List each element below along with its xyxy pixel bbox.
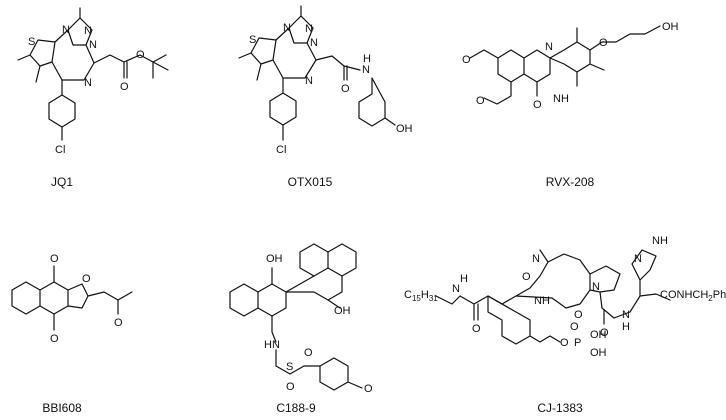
- rvx208-atom-o2: O: [476, 95, 485, 107]
- cj1383-atom-oh1: OH: [590, 329, 607, 341]
- cj1383-atom-n3: N: [592, 281, 600, 293]
- c1889-atom-oh2: OH: [334, 305, 351, 317]
- cj1383-atom-op: O: [560, 337, 569, 349]
- rvx208-atom-o4: O: [599, 37, 608, 49]
- jq1-atom-n3: N: [62, 24, 70, 36]
- otx015-atom-n: N: [362, 64, 370, 76]
- cj1383-atom-n1: N: [452, 283, 460, 295]
- cj1383-atom-me: N: [532, 253, 540, 265]
- jq1-label: JQ1: [51, 175, 73, 189]
- jq1-atom-n2: N: [89, 39, 97, 51]
- cj1383-atom-h2: H: [542, 295, 550, 307]
- cj1383-atom-o2: O: [522, 271, 531, 283]
- compound-bbi608: O O O O BBI608: [11, 253, 133, 415]
- cj1383-atom-n4: N: [622, 309, 630, 321]
- bbi608-atom-o1: O: [50, 253, 59, 265]
- c1889-bonds: [229, 243, 363, 391]
- otx015-atom-n2: N: [310, 37, 318, 49]
- jq1-atom-s: S: [28, 36, 35, 48]
- otx015-atom-h: H: [363, 53, 371, 65]
- cj1383-atom-p: P: [574, 337, 581, 349]
- bbi608-atom-o3: O: [82, 273, 91, 285]
- cj1383-c15: C15H31: [404, 289, 438, 303]
- cj1383-atom-o1: O: [472, 323, 481, 335]
- rvx208-atom-o3: O: [462, 54, 471, 66]
- c1889-atom-o2: O: [304, 347, 313, 359]
- compound-otx015: N N N N S O N H OH Cl OTX015: [238, 5, 413, 189]
- jq1-atom-o2: O: [136, 49, 145, 61]
- cj1383-atom-h4: H: [622, 321, 630, 333]
- c1889-atom-o1: O: [286, 381, 295, 393]
- cj1383-conh: CONHCH2Ph: [660, 289, 726, 303]
- compound-c1889: OH OH HN S O O O C188-9: [229, 243, 373, 415]
- cj1383-atom-n6: N: [634, 253, 642, 265]
- rvx208-atom-oh: OH: [662, 21, 679, 33]
- jq1-atom-o1: O: [120, 81, 129, 93]
- c1889-atom-o3: O: [364, 383, 373, 395]
- otx015-label: OTX015: [288, 175, 333, 189]
- otx015-atom-o: O: [341, 83, 350, 95]
- jq1-bonds: [17, 7, 169, 141]
- otx015-atom-oh: OH: [396, 123, 413, 135]
- cj1383-label: CJ-1383: [537, 401, 583, 415]
- otx015-atom-n1: N: [305, 23, 313, 35]
- c1889-atom-oh1: OH: [266, 253, 283, 265]
- rvx208-atom-o1: O: [533, 99, 542, 111]
- otx015-atom-n3: N: [283, 22, 291, 34]
- cj1383-atom-nh6: NH: [652, 235, 668, 247]
- cj1383-atom-po: O: [570, 321, 579, 333]
- bbi608-atom-o4: O: [114, 317, 123, 329]
- otx015-atom-s: S: [249, 34, 256, 46]
- rvx208-atom-n1: N: [545, 41, 553, 53]
- rvx208-atom-h: H: [561, 93, 569, 105]
- cj1383-atom-oh2: OH: [590, 347, 607, 359]
- cj1383-atom-o3: O: [574, 309, 583, 321]
- c1889-atom-s: S: [286, 361, 293, 373]
- cj1383-bonds: [435, 249, 671, 345]
- jq1-atom-cl: Cl: [55, 144, 65, 156]
- compound-cj1383: C15H31 N H O O N H N O N O N H N NH CONH…: [404, 235, 726, 415]
- otx015-atom-cl: Cl: [276, 144, 286, 156]
- c1889-atom-hn: HN: [264, 339, 280, 351]
- jq1-atom-n1: N: [84, 25, 92, 37]
- cj1383-atom-h1: H: [460, 273, 468, 285]
- otx015-atom-n4: N: [305, 75, 313, 87]
- bbi608-label: BBI608: [42, 401, 82, 415]
- rvx208-atom-n2: N: [553, 93, 561, 105]
- bbi608-atom-o2: O: [50, 333, 59, 345]
- otx015-bonds: [238, 5, 396, 141]
- cj1383-atom-n2: N: [534, 295, 542, 307]
- compound-jq1: N N N N S O O Cl JQ1: [17, 7, 169, 189]
- cj1383-atom-o4: O: [600, 327, 609, 339]
- compound-rvx208: N N H O O O O OH RVX-208: [462, 21, 679, 189]
- bbi608-bonds: [11, 265, 133, 331]
- c1889-label: C188-9: [276, 401, 316, 415]
- jq1-atom-n4: N: [84, 77, 92, 89]
- rvx208-label: RVX-208: [546, 175, 595, 189]
- rvx208-bonds: [469, 25, 661, 105]
